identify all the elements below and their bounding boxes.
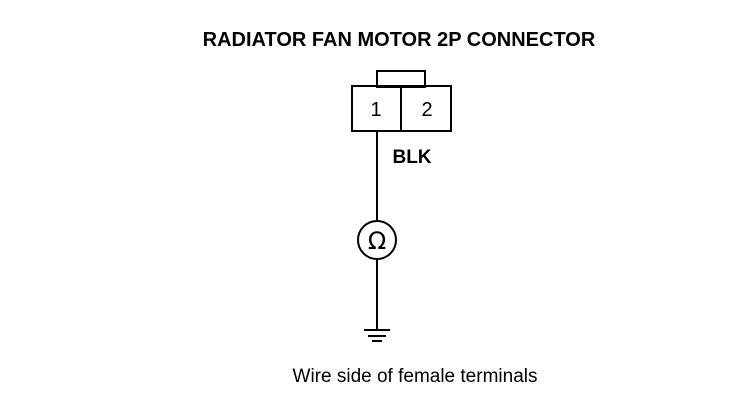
ohmmeter-icon: Ω (357, 220, 397, 260)
pin-1-label: 1 (370, 99, 381, 121)
ground-icon (364, 329, 390, 342)
diagram-title: RADIATOR FAN MOTOR 2P CONNECTOR (203, 29, 596, 51)
pin-2-label: 2 (421, 99, 432, 121)
wire-color-label: BLK (392, 147, 431, 168)
diagram-caption: Wire side of female terminals (293, 366, 538, 387)
connector-lock-tab (376, 70, 426, 88)
ohm-symbol: Ω (368, 227, 386, 255)
connector-housing (351, 85, 452, 132)
